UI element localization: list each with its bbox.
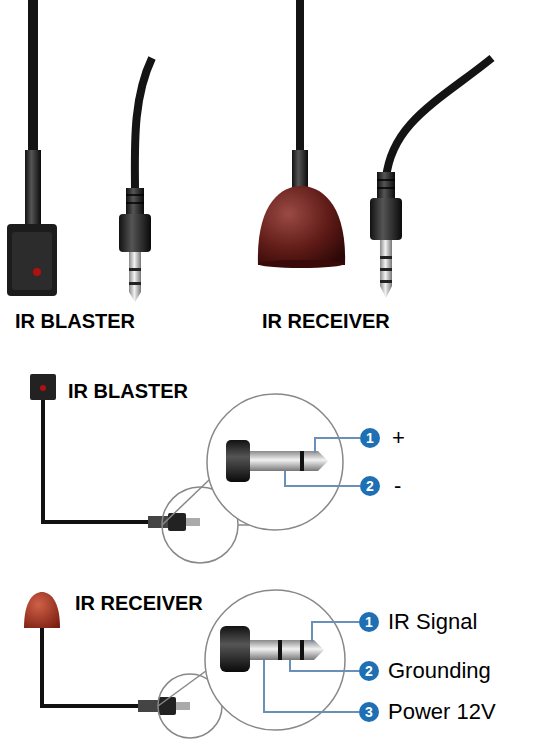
blaster-pinout (30, 374, 380, 563)
part-name: IR BLASTER (15, 311, 135, 331)
part-name: IR RECEIVER (75, 593, 203, 613)
callout-number: 2 (354, 664, 384, 678)
pin-name: Power 12V (388, 701, 496, 723)
pin-name: - (394, 475, 401, 497)
receiver-photo (258, 0, 492, 298)
callout-number: 1 (355, 431, 385, 445)
pin-name: IR Signal (388, 611, 477, 633)
callout-number: 1 (354, 615, 384, 629)
blaster-photo (7, 0, 152, 302)
callout-number: 2 (355, 479, 385, 493)
part-name: IR RECEIVER (262, 311, 390, 331)
receiver-pinout (24, 590, 379, 738)
pin-name: Grounding (388, 660, 491, 682)
part-name: IR BLASTER (68, 381, 188, 401)
callout-number: 3 (354, 705, 384, 719)
pin-name: + (392, 427, 405, 449)
